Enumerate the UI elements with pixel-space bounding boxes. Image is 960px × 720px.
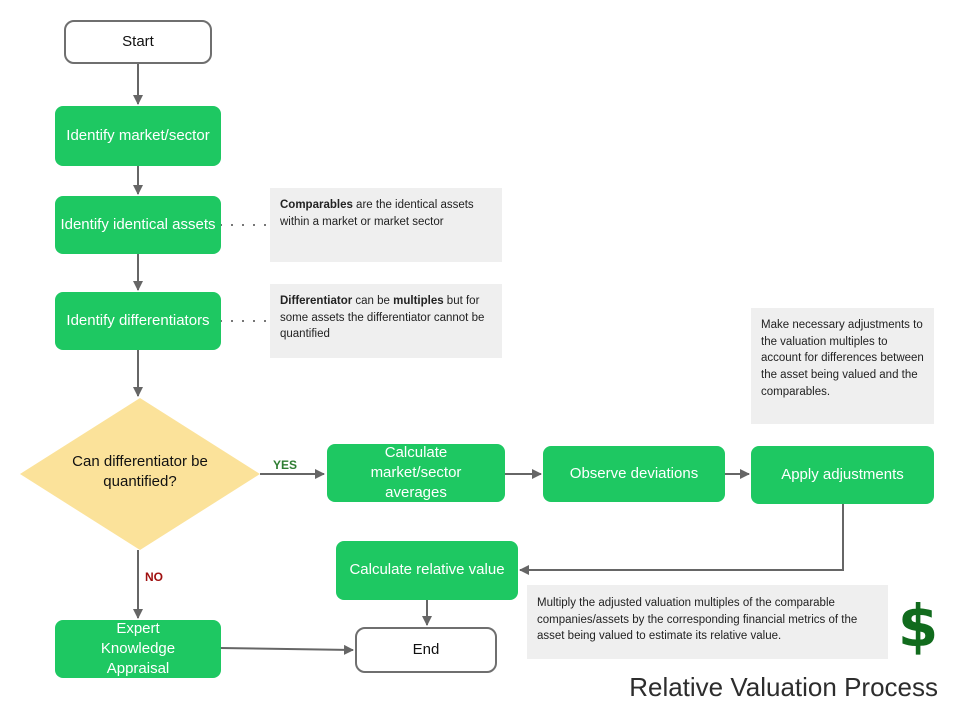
identify-market-node[interactable]: Identify market/sector: [55, 106, 221, 166]
decision-label: Can differentiator be quantified?: [72, 453, 208, 491]
calculate-relative-value-node[interactable]: Calculate relative value: [336, 541, 518, 600]
start-node[interactable]: Start: [64, 20, 212, 64]
dollar-icon: $: [897, 592, 939, 660]
adjustments-note: Make necessary adjustments to the valuat…: [751, 308, 934, 424]
identify-differentiators-node[interactable]: Identify differentiators: [55, 292, 221, 350]
multiples-term: multiples: [393, 295, 444, 307]
multiply-note: Multiply the adjusted valuation multiple…: [527, 585, 888, 659]
arrow-expert-to-end: [219, 644, 354, 655]
arrow-apply-to-relative: [519, 504, 844, 575]
no-label: NO: [145, 570, 163, 584]
apply-adjustments-node[interactable]: Apply adjustments: [751, 446, 934, 504]
comparables-note: Comparables are the identical assets wit…: [270, 188, 502, 262]
calculate-averages-node[interactable]: Calculate market/sector averages: [327, 444, 505, 502]
identify-assets-node[interactable]: Identify identical assets: [55, 196, 221, 254]
differentiator-text-rest: but for some assets the differentiator c…: [280, 295, 485, 341]
yes-label: YES: [273, 458, 298, 472]
differentiator-term: Differentiator: [280, 295, 353, 307]
differentiator-text-mid: can be: [352, 295, 394, 307]
comparables-text: are the identical assets within a market…: [280, 199, 474, 228]
decision-diamond[interactable]: [20, 398, 260, 550]
diagram-title: Relative Valuation Process: [629, 672, 938, 702]
comparables-term: Comparables: [280, 199, 353, 211]
expert-knowledge-node[interactable]: Expert Knowledge Appraisal: [55, 620, 221, 678]
differentiator-note: Differentiator can be multiples but for …: [270, 284, 502, 358]
end-node[interactable]: End: [355, 627, 497, 673]
observe-deviations-node[interactable]: Observe deviations: [543, 446, 725, 502]
